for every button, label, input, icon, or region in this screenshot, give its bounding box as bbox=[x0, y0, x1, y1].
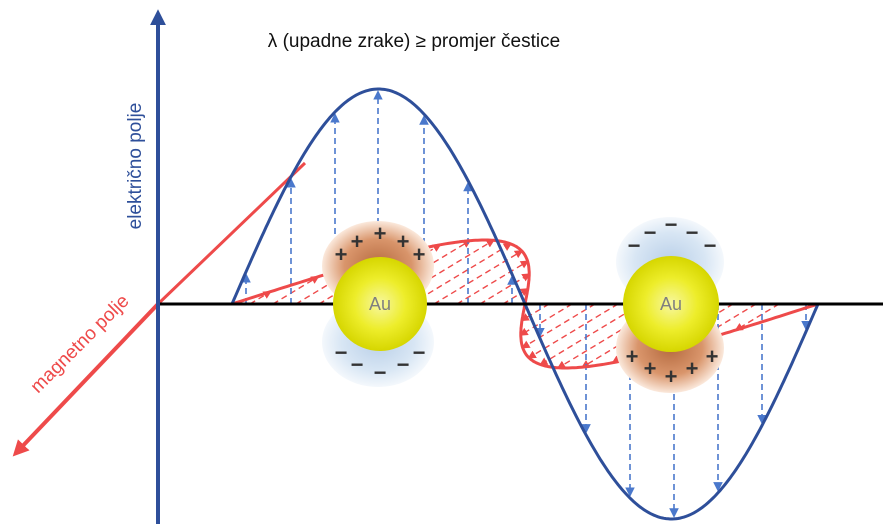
gold-particle-2: −−−−− +++++ Au bbox=[616, 212, 724, 393]
minus-sign: − bbox=[628, 233, 641, 258]
minus-sign: − bbox=[413, 340, 426, 365]
minus-sign: − bbox=[335, 340, 348, 365]
positive-charges: +++++ bbox=[335, 221, 426, 267]
plus-sign: + bbox=[706, 344, 719, 369]
minus-sign: − bbox=[374, 360, 387, 385]
positive-charges: +++++ bbox=[626, 344, 719, 389]
minus-sign: − bbox=[665, 212, 678, 237]
plus-sign: + bbox=[644, 356, 657, 381]
plus-sign: + bbox=[626, 344, 639, 369]
gold-particle-1: +++++ −−−−− Au bbox=[322, 221, 434, 387]
magnetic-field-arrow bbox=[272, 275, 320, 305]
magnetic-field-arrow bbox=[520, 303, 550, 322]
magnetic-field-arrow bbox=[527, 303, 619, 359]
magnetic-field-arrow bbox=[433, 250, 524, 305]
plus-sign: + bbox=[335, 242, 348, 267]
negative-charges: −−−−− bbox=[628, 212, 717, 258]
minus-sign: − bbox=[397, 352, 410, 377]
magnetic-field-arrow bbox=[502, 288, 530, 305]
minus-sign: − bbox=[351, 352, 364, 377]
plus-sign: + bbox=[397, 229, 410, 254]
magnetic-field-arrow bbox=[521, 303, 596, 349]
magnetic-field-arrow bbox=[249, 290, 272, 305]
minus-sign: − bbox=[704, 233, 717, 258]
particle-label: Au bbox=[369, 294, 391, 314]
magnetic-axis bbox=[12, 302, 160, 457]
gold-nanoparticle bbox=[333, 257, 427, 351]
plus-sign: + bbox=[686, 356, 699, 381]
plus-sign: + bbox=[665, 364, 678, 389]
magnetic-field-arrow bbox=[456, 260, 530, 305]
minus-sign: − bbox=[644, 220, 657, 245]
particle-label: Au bbox=[660, 294, 682, 314]
plus-sign: + bbox=[351, 229, 364, 254]
gold-nanoparticle bbox=[623, 256, 719, 352]
negative-charges: −−−−− bbox=[335, 340, 426, 385]
plus-sign: + bbox=[374, 221, 387, 246]
plus-sign: + bbox=[413, 242, 426, 267]
minus-sign: − bbox=[686, 220, 699, 245]
magnetic-field-arrow bbox=[734, 303, 780, 331]
electric-field-label: električno polje bbox=[125, 103, 146, 230]
diagram-title: λ (upadne zrake) ≥ promjer čestice bbox=[268, 31, 560, 52]
